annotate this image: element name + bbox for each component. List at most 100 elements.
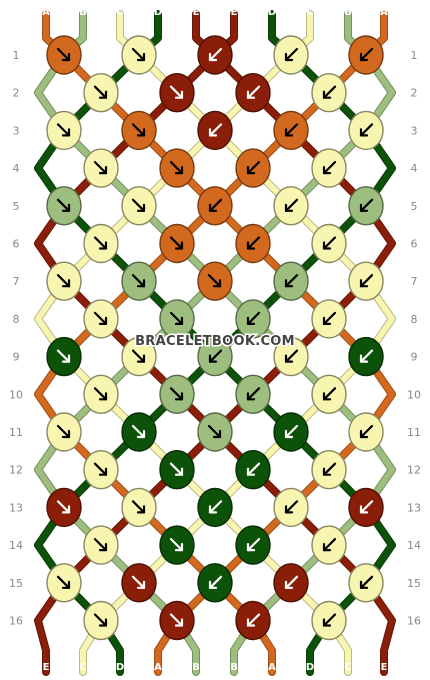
knot-arrow-icon xyxy=(359,349,374,363)
strand-label-bottom: E xyxy=(43,662,50,673)
row-label-left: 2 xyxy=(13,87,20,100)
knot-arrowhead-icon xyxy=(174,392,184,401)
knot-arrow-icon xyxy=(359,500,374,514)
strand-label-bottom: B xyxy=(192,662,200,673)
knot-arrow-icon xyxy=(169,85,184,99)
knot-arrowhead-icon xyxy=(208,505,218,514)
knot-arrow-icon xyxy=(131,198,146,212)
knot-arrowhead-icon xyxy=(136,505,146,514)
row-label-right: 8 xyxy=(411,313,418,326)
row-label-right: 13 xyxy=(407,501,421,514)
knot-arrowhead-icon xyxy=(359,128,369,137)
knot-arrowhead-icon xyxy=(98,542,108,552)
knot-arrow-icon xyxy=(93,311,108,325)
knot-arrowhead-icon xyxy=(98,618,108,627)
knot-arrow-icon xyxy=(207,274,222,288)
strand-label-bottom: D xyxy=(116,662,124,673)
row-label-left: 3 xyxy=(13,124,20,137)
knot-arrowhead-icon xyxy=(359,203,369,212)
strand-label-bottom: A xyxy=(154,662,162,673)
knot xyxy=(159,600,195,641)
knot xyxy=(273,336,309,377)
knot-arrow-icon xyxy=(359,47,374,62)
strand-label-top: C xyxy=(116,7,123,18)
knot-layer xyxy=(46,35,384,641)
knot-arrow-icon xyxy=(131,123,146,137)
knot xyxy=(273,186,309,226)
knot-arrow-icon xyxy=(93,85,108,99)
knot-arrowhead-icon xyxy=(246,467,256,476)
knot xyxy=(311,374,347,414)
knot-arrowhead-icon xyxy=(284,203,294,212)
knot-arrow-icon xyxy=(359,198,374,212)
knot-arrow-icon xyxy=(131,575,146,589)
knot-arrowhead-icon xyxy=(322,90,332,99)
knot xyxy=(121,487,157,528)
knot-arrowhead-icon xyxy=(359,279,369,288)
row-label-right: 9 xyxy=(411,351,418,364)
knot-arrowhead-icon xyxy=(61,128,71,137)
knot-arrowhead-icon xyxy=(212,279,222,288)
knot-arrow-icon xyxy=(246,537,261,552)
knot-arrow-icon xyxy=(131,349,146,363)
knot-arrowhead-icon xyxy=(359,52,369,62)
knot xyxy=(235,223,271,264)
knot-arrow-icon xyxy=(322,613,337,627)
knot xyxy=(46,186,82,226)
strand-label-top: E xyxy=(193,7,200,18)
knot xyxy=(121,563,157,603)
knot-arrowhead-icon xyxy=(208,354,218,363)
knot-arrowhead-icon xyxy=(208,128,218,137)
knot-arrowhead-icon xyxy=(174,618,184,627)
knot-arrow-icon xyxy=(246,85,261,99)
knot-arrow-icon xyxy=(207,424,222,439)
knot-arrowhead-icon xyxy=(136,354,146,363)
knot-arrowhead-icon xyxy=(246,166,256,175)
knot xyxy=(46,336,82,377)
knot-arrow-icon xyxy=(56,575,71,589)
knot-arrow-icon xyxy=(322,161,337,175)
knot-arrow-icon xyxy=(208,500,223,514)
knot xyxy=(273,261,309,301)
knot-arrowhead-icon xyxy=(208,203,218,212)
strand-label-top: A xyxy=(42,7,50,18)
knot-arrowhead-icon xyxy=(98,90,108,99)
knot-arrow-icon xyxy=(246,387,261,401)
knot-arrow-icon xyxy=(246,462,261,476)
row-label-left: 10 xyxy=(9,388,23,401)
knot-arrow-icon xyxy=(169,311,184,325)
strand-label-top: B xyxy=(344,7,352,18)
knot xyxy=(348,412,384,452)
row-label-right: 16 xyxy=(407,615,421,628)
knot-arrowhead-icon xyxy=(61,354,71,363)
knot-arrow-icon xyxy=(284,198,299,212)
knot xyxy=(197,186,233,226)
row-label-left: 5 xyxy=(13,200,20,213)
row-label-left: 16 xyxy=(9,615,23,628)
knot-arrowhead-icon xyxy=(136,580,146,589)
knot-arrow-icon xyxy=(246,161,261,175)
knot-arrowhead-icon xyxy=(174,166,184,175)
strand-label-top: A xyxy=(380,7,388,18)
knot xyxy=(197,563,233,603)
knot-arrowhead-icon xyxy=(284,354,294,363)
knot-arrow-icon xyxy=(359,123,374,137)
knot-arrow-icon xyxy=(359,575,374,589)
knot-arrow-icon xyxy=(169,613,184,627)
knot xyxy=(235,600,271,641)
knot-arrowhead-icon xyxy=(98,166,108,175)
knot xyxy=(348,186,384,226)
knot xyxy=(235,299,271,339)
knot xyxy=(235,450,271,490)
knot-arrow-icon xyxy=(169,161,184,175)
knot xyxy=(273,35,309,75)
strand-label-bottom: C xyxy=(344,662,351,673)
knot xyxy=(46,35,82,75)
knot-arrow-icon xyxy=(56,500,71,514)
row-label-right: 4 xyxy=(411,162,418,175)
knot-arrow-icon xyxy=(284,500,299,514)
knot xyxy=(159,148,195,188)
row-label-left: 7 xyxy=(13,275,20,288)
knot-arrow-icon xyxy=(93,236,108,250)
knot-arrow-icon xyxy=(246,311,261,325)
